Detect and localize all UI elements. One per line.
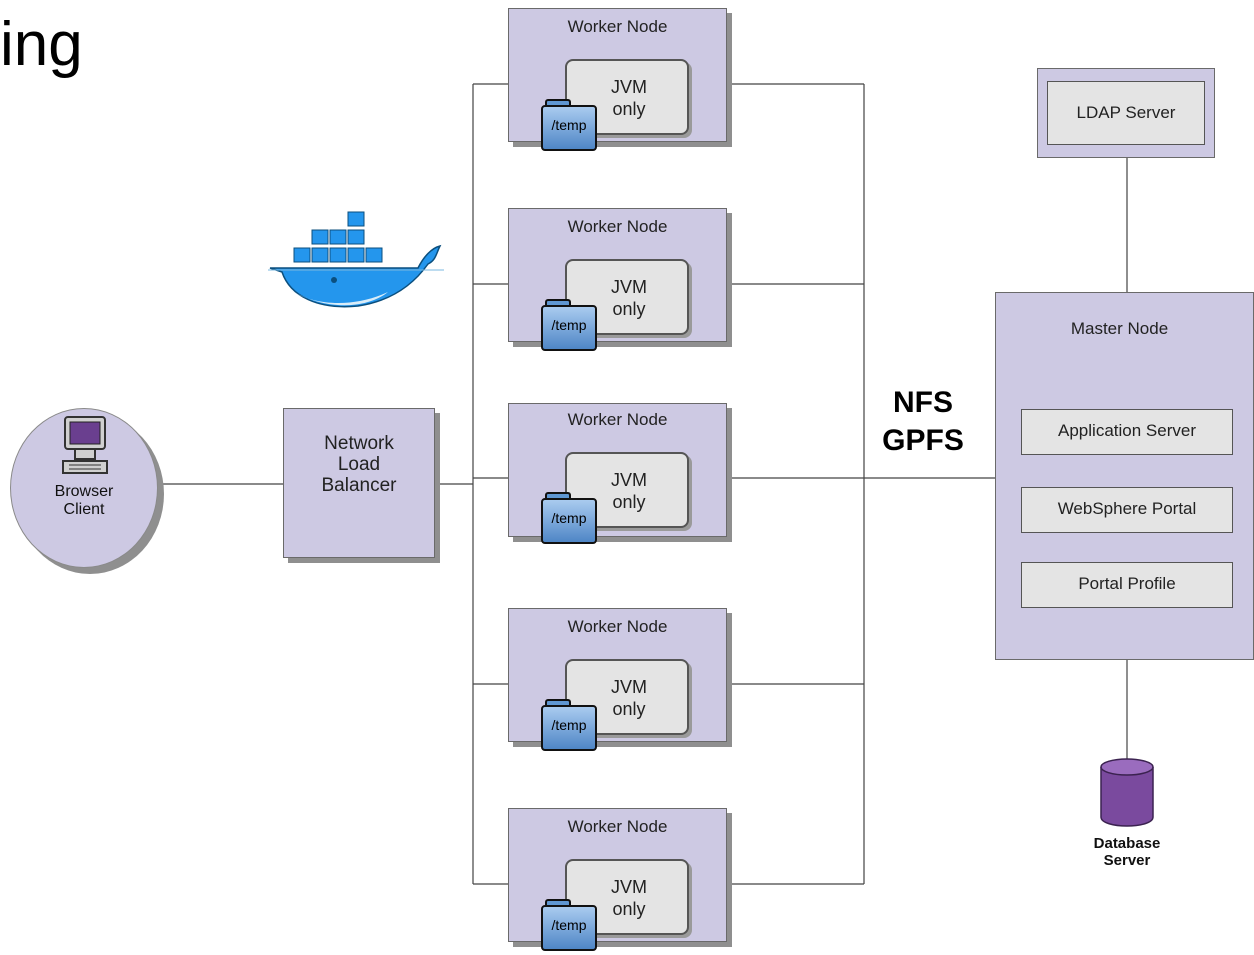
worker-node: Worker Node JVM only /temp xyxy=(508,208,727,351)
jvm-sublabel: only xyxy=(612,99,646,119)
database-label-line1: Database xyxy=(1093,835,1161,852)
shared-filesystem-label: NFS GPFS xyxy=(868,384,978,460)
jvm-sublabel: only xyxy=(612,492,646,512)
worker-node-title: Worker Node xyxy=(567,217,668,236)
lb-label-line1: Network xyxy=(324,433,394,454)
database-cylinder-icon xyxy=(1100,758,1154,827)
jvm-label: JVM xyxy=(611,277,647,297)
database-label-line2: Server xyxy=(1103,852,1151,869)
application-server: Application Server xyxy=(1021,409,1233,455)
browser-client: Browser Client xyxy=(10,408,158,568)
folder-icon: /temp xyxy=(541,299,597,351)
jvm-sublabel: only xyxy=(612,699,646,719)
lb-label-line2: Load xyxy=(337,454,381,475)
folder-label: /temp xyxy=(551,117,587,133)
worker-node: Worker Node JVM only /temp xyxy=(508,608,727,751)
folder-icon: /temp xyxy=(541,699,597,751)
jvm-sublabel: only xyxy=(612,299,646,319)
page-title-fragment: ing xyxy=(0,10,83,79)
nfs-label: NFS xyxy=(893,386,953,419)
worker-node-title: Worker Node xyxy=(567,817,668,836)
folder-label: /temp xyxy=(551,317,587,333)
master-node: Master Node Application Server WebSphere… xyxy=(995,292,1254,660)
worker-node: Worker Node JVM only /temp xyxy=(508,403,727,544)
folder-label: /temp xyxy=(551,510,587,526)
folder-label: /temp xyxy=(551,717,587,733)
ldap-server: LDAP Server xyxy=(1047,81,1205,145)
worker-node-title: Worker Node xyxy=(567,17,668,36)
portal-profile: Portal Profile xyxy=(1021,562,1233,608)
gpfs-label: GPFS xyxy=(882,424,964,457)
master-node-title: Master Node xyxy=(1070,319,1169,338)
worker-node-title: Worker Node xyxy=(567,617,668,636)
jvm-label: JVM xyxy=(611,877,647,897)
database-server-label: Database Server xyxy=(1070,835,1184,869)
client-label-line2: Client xyxy=(63,501,105,518)
jvm-label: JVM xyxy=(611,677,647,697)
websphere-portal: WebSphere Portal xyxy=(1021,487,1233,533)
folder-icon: /temp xyxy=(541,899,597,951)
folder-label: /temp xyxy=(551,917,587,933)
folder-icon: /temp xyxy=(541,492,597,544)
jvm-label: JVM xyxy=(611,77,647,97)
computer-monitor-icon xyxy=(62,416,108,474)
client-label-line1: Browser xyxy=(54,483,114,500)
worker-node-title: Worker Node xyxy=(567,410,668,429)
docker-whale-icon xyxy=(268,211,444,308)
worker-node: Worker Node JVM only /temp xyxy=(508,8,727,151)
jvm-label: JVM xyxy=(611,470,647,490)
ldap-server-container: LDAP Server xyxy=(1037,68,1215,158)
jvm-sublabel: only xyxy=(612,899,646,919)
network-load-balancer: Network Load Balancer xyxy=(283,408,435,558)
folder-icon: /temp xyxy=(541,99,597,151)
lb-label-line3: Balancer xyxy=(321,475,397,496)
worker-node: Worker Node JVM only /temp xyxy=(508,808,727,951)
